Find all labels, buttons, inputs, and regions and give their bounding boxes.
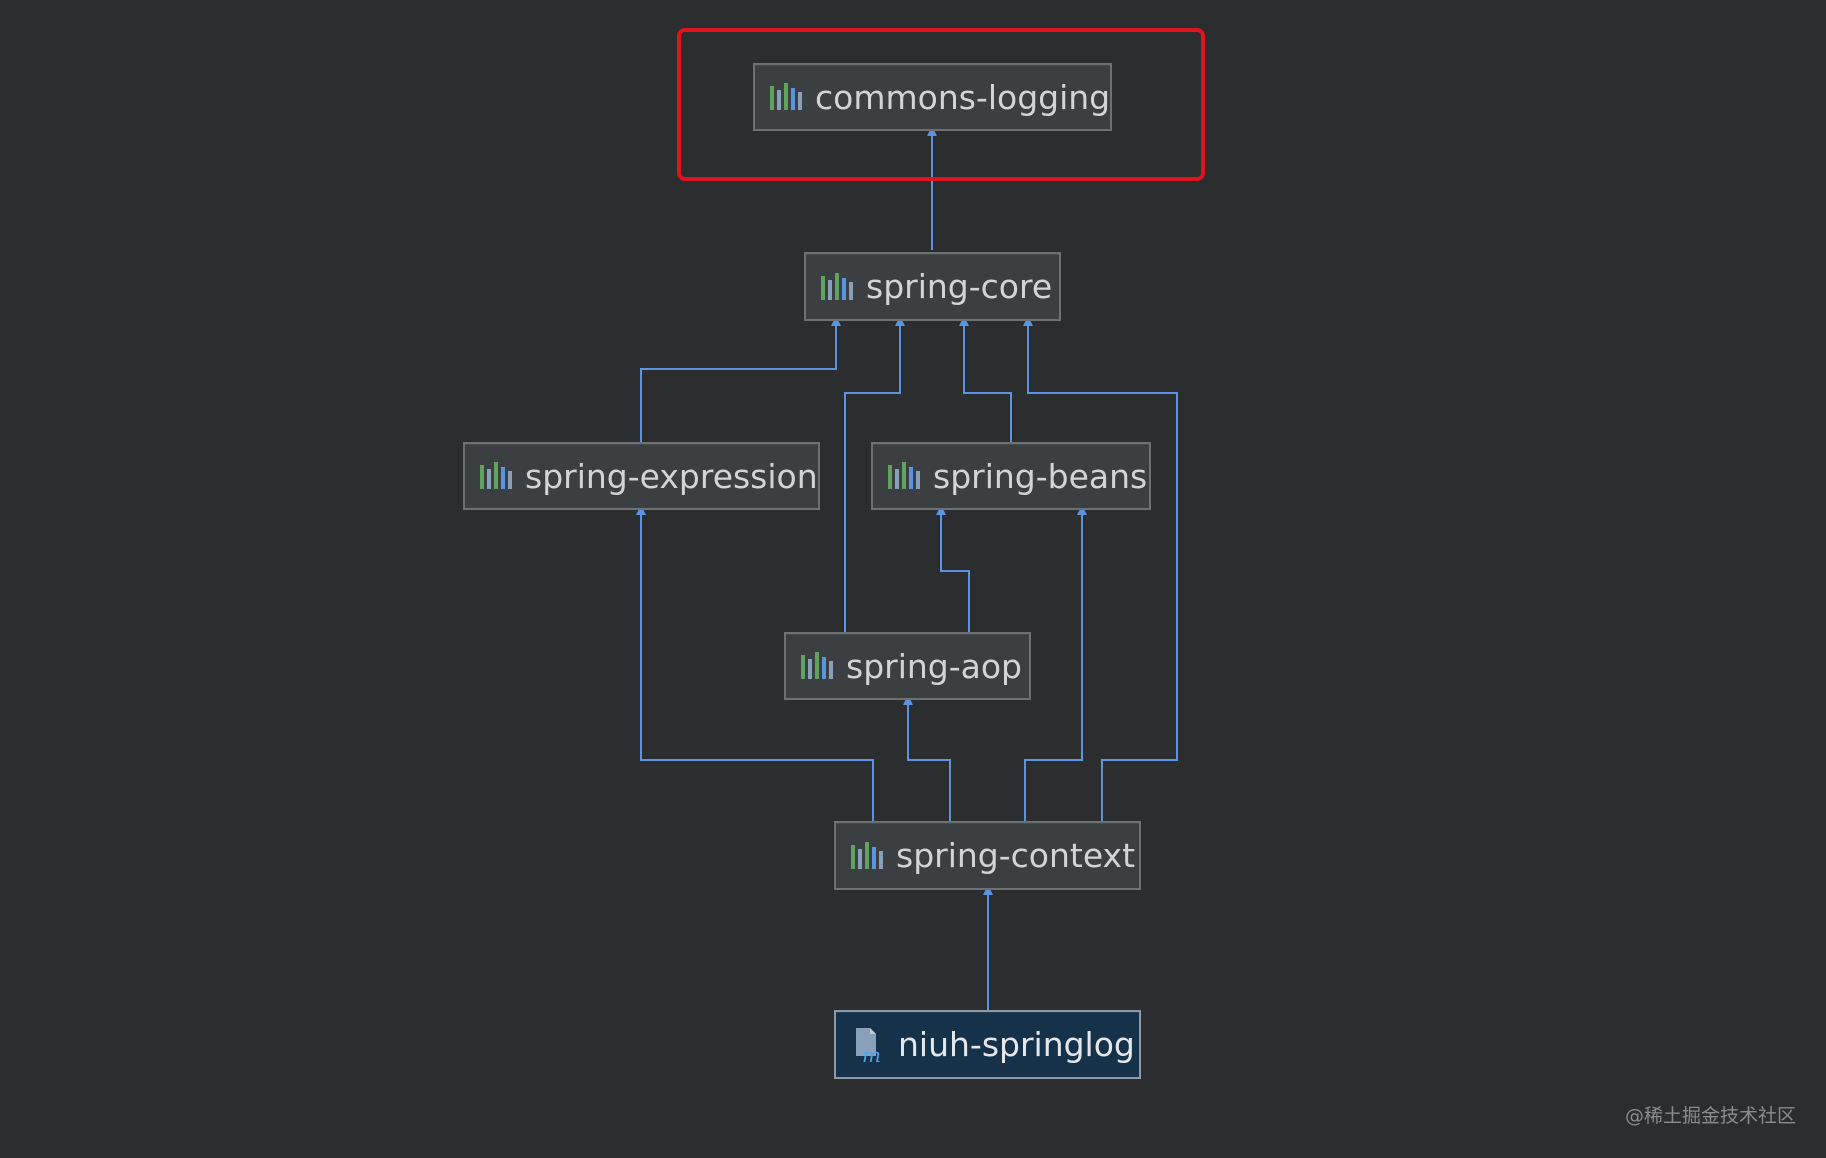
node-label: spring-core — [866, 267, 1053, 306]
node-spring-context[interactable]: spring-context — [834, 821, 1141, 890]
library-bars-icon — [887, 461, 921, 491]
node-label: spring-beans — [933, 456, 1148, 496]
svg-text:m: m — [862, 1043, 881, 1064]
maven-module-icon: m — [850, 1026, 886, 1064]
node-label: niuh-springlog — [898, 1025, 1135, 1064]
node-spring-core[interactable]: spring-core — [804, 252, 1061, 321]
node-label: spring-context — [896, 836, 1136, 875]
edge-spring-context-to-spring-aop — [903, 695, 951, 821]
node-label: spring-aop — [846, 646, 1023, 686]
watermark: @稀土掘金技术社区 — [1624, 1105, 1796, 1127]
edge-spring-aop-to-spring-beans — [936, 505, 970, 632]
edge-spring-expression-to-spring-core — [640, 316, 841, 442]
node-spring-expression[interactable]: spring-expression — [463, 442, 820, 510]
edge-spring-context-to-spring-beans — [1024, 505, 1087, 821]
library-bars-icon — [479, 461, 513, 491]
edge-spring-context-to-spring-core — [1023, 316, 1178, 821]
node-commons-logging[interactable]: commons-logging — [753, 63, 1112, 131]
node-niuh-springlog[interactable]: m niuh-springlog — [834, 1010, 1141, 1079]
highlight-box — [677, 28, 1205, 181]
node-label: commons-logging — [815, 77, 1111, 117]
edge-spring-beans-to-spring-core — [959, 316, 1012, 442]
edge-spring-aop-to-spring-core — [844, 316, 905, 632]
node-spring-beans[interactable]: spring-beans — [871, 442, 1151, 510]
edge-spring-context-to-spring-expression — [636, 505, 874, 821]
library-bars-icon — [820, 272, 854, 302]
library-bars-icon — [850, 841, 884, 871]
node-spring-aop[interactable]: spring-aop — [784, 632, 1031, 700]
library-bars-icon — [769, 82, 803, 112]
node-label: spring-expression — [525, 456, 818, 496]
library-bars-icon — [800, 651, 834, 681]
